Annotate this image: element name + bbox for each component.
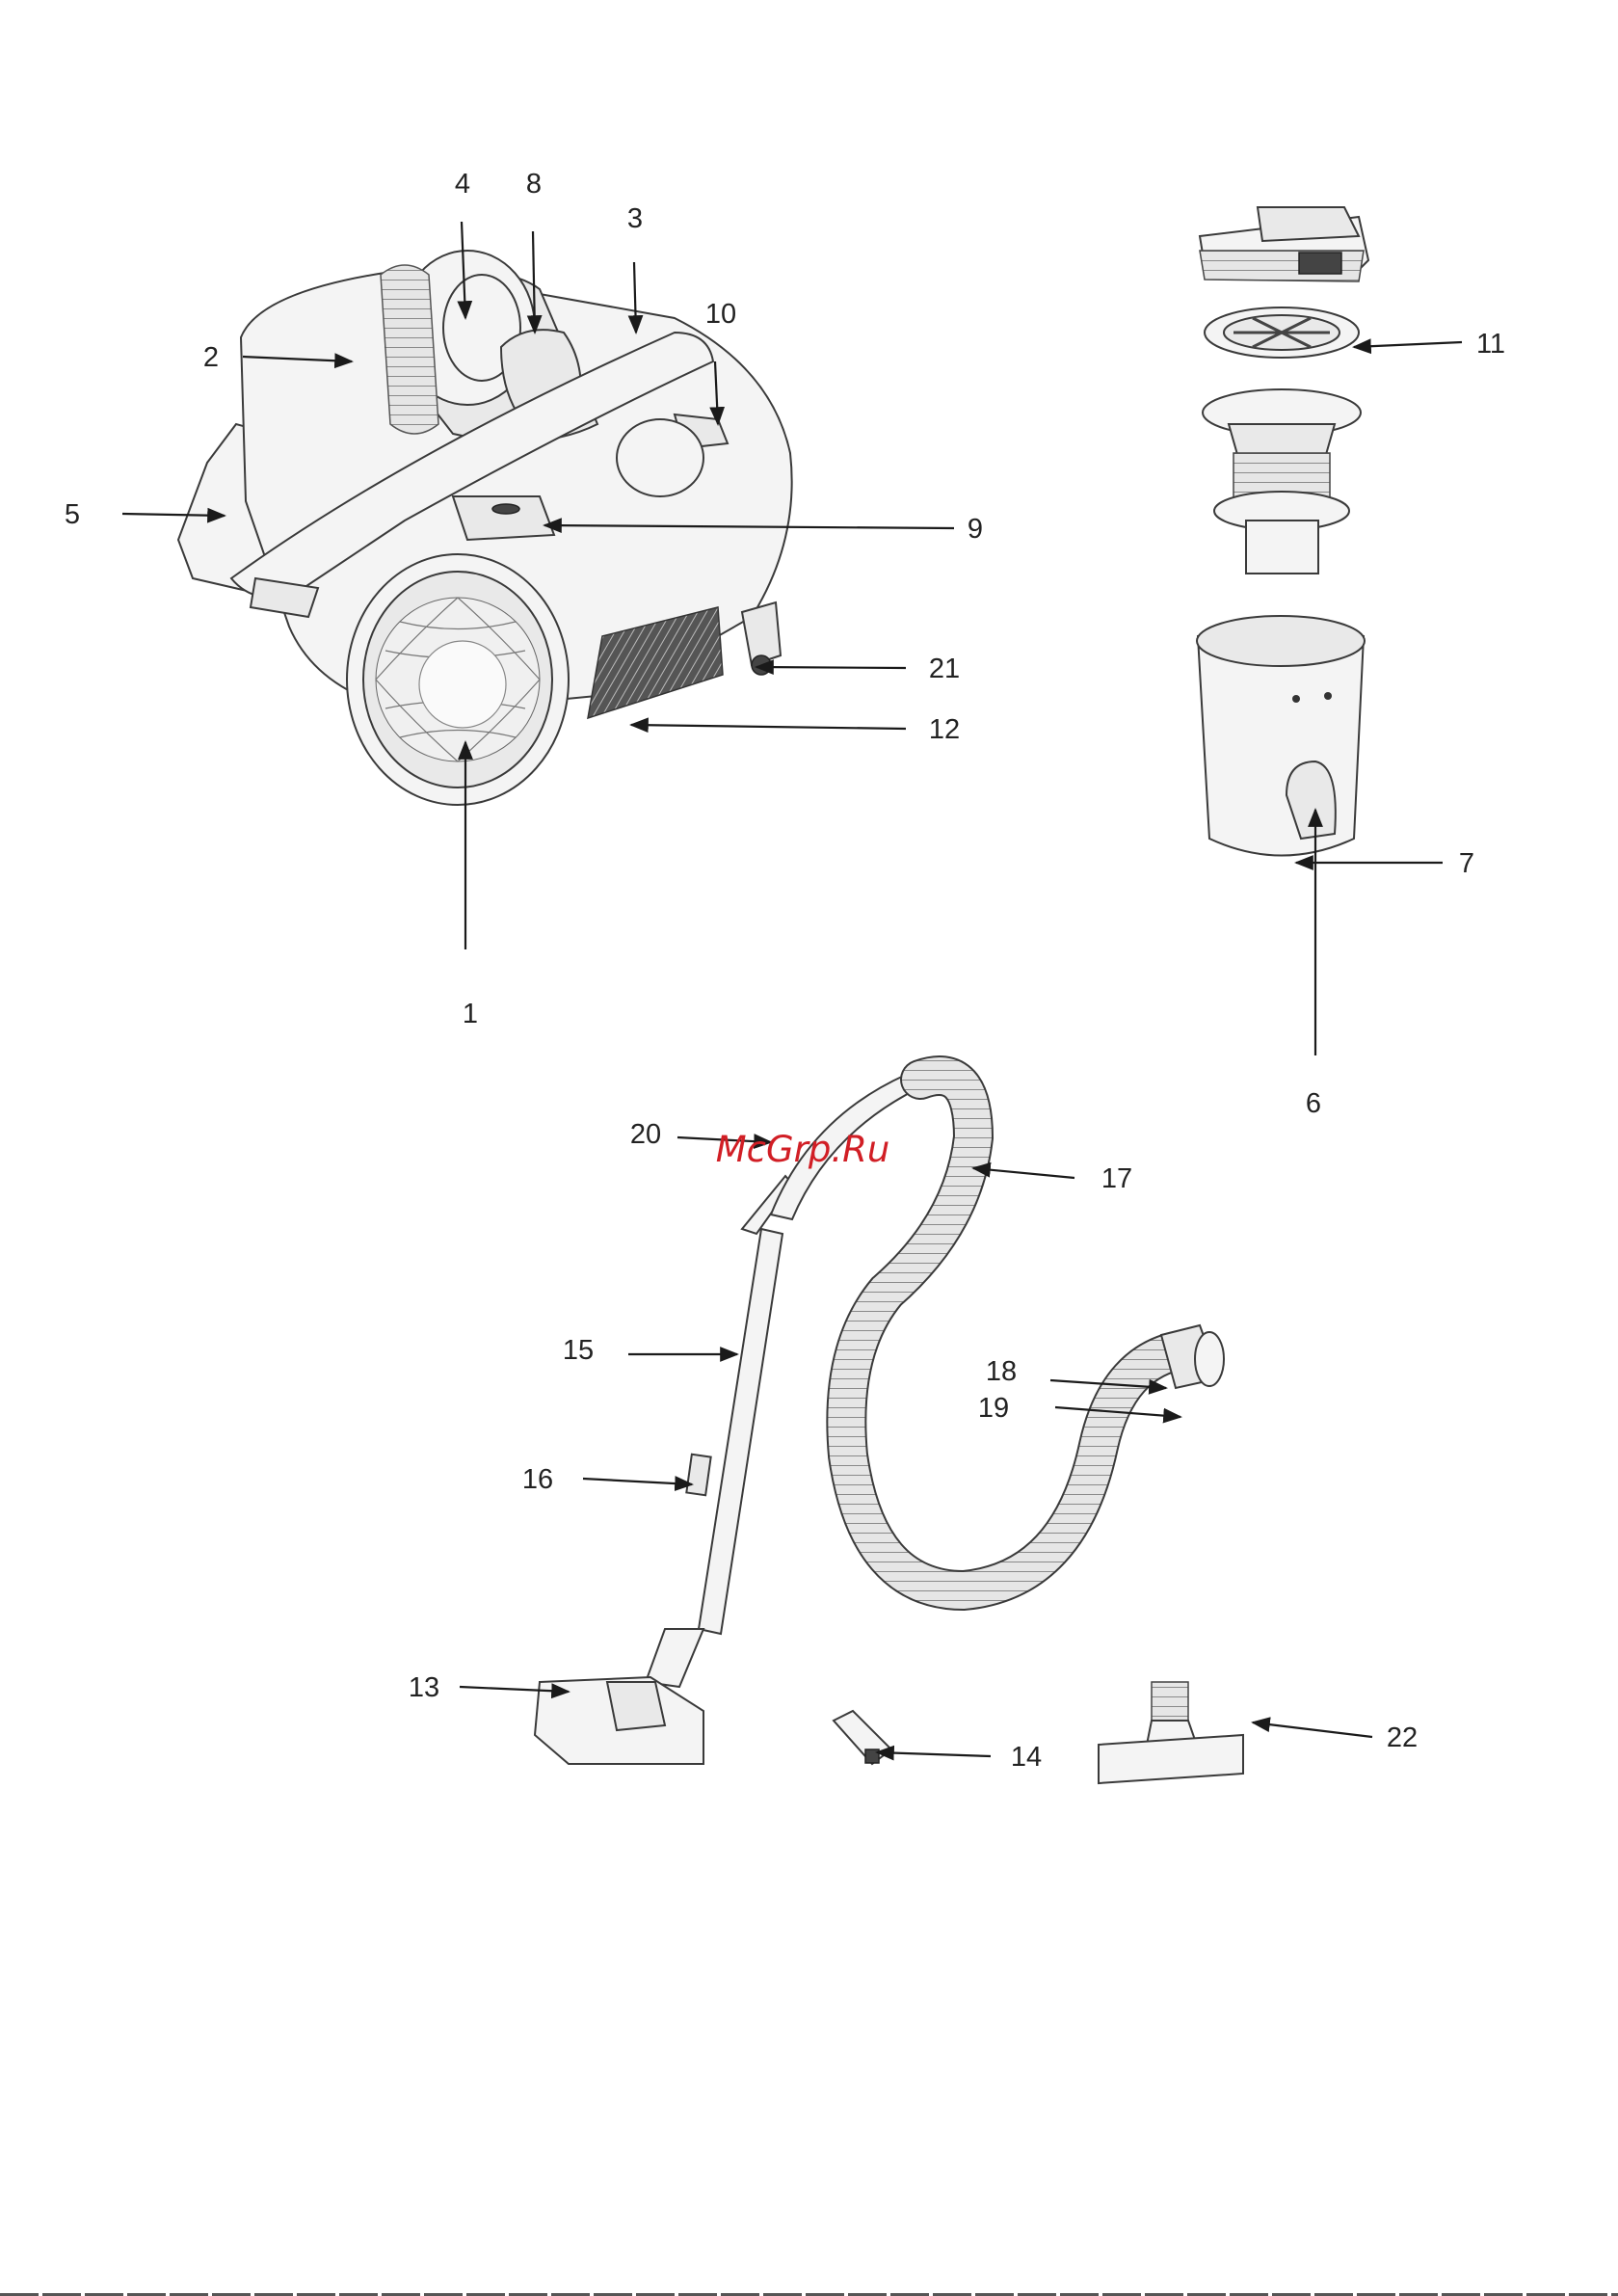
label-12: 12 bbox=[929, 714, 960, 745]
label-21: 21 bbox=[929, 654, 960, 684]
label-15: 15 bbox=[563, 1335, 594, 1366]
label-19: 19 bbox=[978, 1393, 1009, 1424]
label-7: 7 bbox=[1459, 848, 1474, 879]
label-9: 9 bbox=[968, 514, 983, 545]
label-16: 16 bbox=[522, 1464, 553, 1495]
label-2: 2 bbox=[203, 342, 219, 373]
label-6: 6 bbox=[1306, 1088, 1321, 1119]
label-3: 3 bbox=[627, 203, 643, 234]
label-1: 1 bbox=[463, 999, 478, 1029]
label-13: 13 bbox=[409, 1672, 439, 1703]
label-18: 18 bbox=[986, 1356, 1017, 1387]
vacuum-main-body bbox=[178, 251, 792, 805]
dust-cup-assembly bbox=[1197, 207, 1368, 856]
label-20: 20 bbox=[630, 1119, 661, 1150]
label-17: 17 bbox=[1101, 1163, 1132, 1194]
watermark-text: McGrp.Ru bbox=[716, 1129, 890, 1170]
label-14: 14 bbox=[1011, 1742, 1042, 1773]
label-22: 22 bbox=[1387, 1722, 1418, 1753]
label-11: 11 bbox=[1476, 329, 1505, 360]
fan-grille-swirl bbox=[376, 598, 540, 761]
hose-and-tube bbox=[535, 1075, 1243, 1783]
label-8: 8 bbox=[526, 169, 542, 200]
label-5: 5 bbox=[65, 499, 80, 530]
label-10: 10 bbox=[705, 299, 736, 330]
label-4: 4 bbox=[455, 169, 470, 200]
